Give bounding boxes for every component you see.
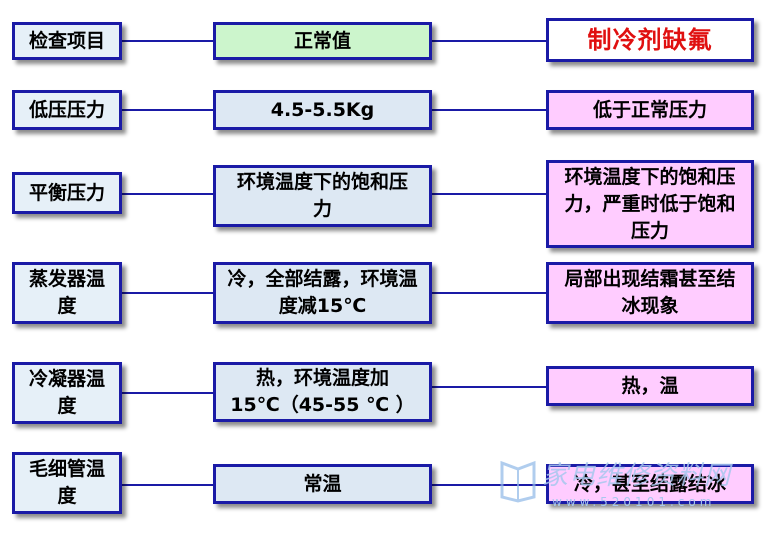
header-check-item: 检查项目 (12, 22, 122, 60)
row-low-pressure-shortage: 低于正常压力 (546, 90, 754, 130)
connector-line (432, 484, 546, 486)
row-evaporator-temp-shortage: 局部出现结霜甚至结冰现象 (546, 262, 754, 324)
row-shortage-label: 热，温 (621, 374, 679, 397)
row-capillary-temp-item: 毛细管温度 (12, 452, 122, 514)
connector-line (122, 40, 213, 42)
header-normal-value: 正常值 (213, 22, 432, 60)
book-icon (500, 460, 536, 503)
row-normal-label: 常温 (303, 472, 342, 495)
header-check-item-label: 检查项目 (28, 29, 105, 52)
connector-line (122, 193, 213, 195)
row-normal-label: 冷，全部结露，环境温度减15℃ (227, 268, 418, 317)
connector-line (122, 392, 213, 394)
row-capillary-temp-shortage: 冷，甚至结露结冰 (546, 464, 754, 504)
row-normal-label: 热，环境温度加15℃（45-55 ℃ ） (230, 367, 415, 416)
row-capillary-temp-normal: 常温 (213, 464, 432, 504)
row-shortage-label: 冷，甚至结露结冰 (573, 472, 726, 495)
connector-line (432, 386, 546, 388)
row-balance-pressure-shortage: 环境温度下的饱和压力，严重时低于饱和压力 (546, 160, 754, 248)
row-shortage-label: 局部出现结霜甚至结冰现象 (564, 268, 736, 317)
connector-line (122, 292, 213, 294)
row-low-pressure-normal: 4.5-5.5Kg (213, 90, 432, 130)
connector-line (432, 193, 546, 195)
row-evaporator-temp-normal: 冷，全部结露，环境温度减15℃ (213, 262, 432, 324)
row-evaporator-temp-item: 蒸发器温度 (12, 262, 122, 324)
row-normal-label: 环境温度下的饱和压力 (236, 171, 408, 220)
header-refrigerant-shortage-label: 制冷剂缺氟 (587, 25, 713, 54)
row-shortage-label: 低于正常压力 (592, 98, 707, 121)
row-low-pressure-item: 低压压力 (12, 90, 122, 130)
header-normal-value-label: 正常值 (293, 29, 351, 52)
row-shortage-label: 环境温度下的饱和压力，严重时低于饱和压力 (564, 165, 736, 242)
row-item-label: 平衡压力 (28, 181, 105, 204)
row-normal-label: 4.5-5.5Kg (270, 98, 375, 121)
connector-line (432, 40, 546, 42)
connector-line (432, 292, 546, 294)
row-balance-pressure-item: 平衡压力 (12, 172, 122, 214)
row-item-label: 蒸发器温度 (28, 268, 105, 317)
row-condenser-temp-item: 冷凝器温度 (12, 362, 122, 424)
row-balance-pressure-normal: 环境温度下的饱和压力 (213, 165, 432, 227)
row-item-label: 冷凝器温度 (28, 368, 105, 417)
header-refrigerant-shortage: 制冷剂缺氟 (546, 18, 754, 62)
row-item-label: 毛细管温度 (28, 458, 105, 507)
connector-line (432, 109, 546, 111)
row-condenser-temp-shortage: 热，温 (546, 366, 754, 406)
row-condenser-temp-normal: 热，环境温度加15℃（45-55 ℃ ） (213, 362, 432, 422)
connector-line (122, 109, 213, 111)
row-item-label: 低压压力 (28, 98, 105, 121)
connector-line (122, 484, 213, 486)
